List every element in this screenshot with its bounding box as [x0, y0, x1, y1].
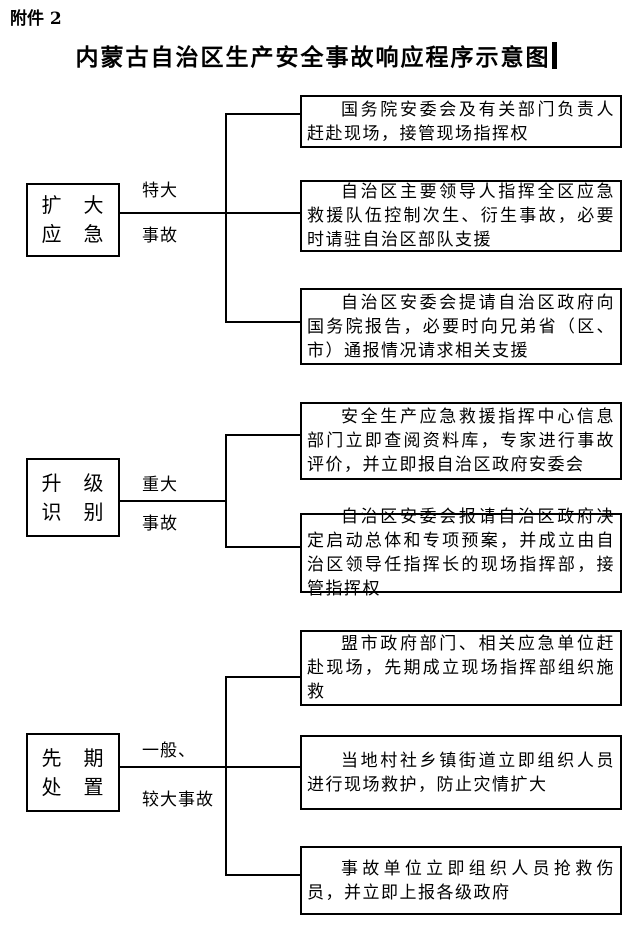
connector-trunk-group3 [225, 676, 227, 876]
condition-label-extra-serious-2: 事故 [142, 226, 178, 246]
action-text: 自治区安委会报请自治区政府决定启动总体和专项预案，并成立由自治区领导任指挥长的现… [307, 507, 615, 599]
title-row: 内蒙古自治区生产安全事故响应程序示意图 [0, 38, 632, 72]
action-text: 安全生产应急救援指挥中心信息部门立即查阅资料库，专家进行事故评价，并立即报自治区… [307, 407, 615, 475]
action-text: 国务院安委会及有关部门负责人赶赴现场，接管现场指挥权 [307, 99, 615, 144]
action-box-league-city-departments: 盟市政府部门、相关应急单位赶赴现场，先期成立现场指挥部组织施救 [300, 630, 622, 706]
action-text: 当地村社乡镇街道立即组织人员进行现场救护，防止灾情扩大 [307, 750, 615, 795]
stage-label-line2: 处 置 [41, 774, 105, 799]
stage-box-upgrade-identification: 升 级 识 别 [26, 458, 120, 537]
stage-label-line2: 应 急 [41, 222, 105, 246]
text-cursor-icon [551, 41, 557, 69]
stage-label-line1: 扩 大 [41, 193, 105, 217]
action-box-activate-plans: 自治区安委会报请自治区政府决定启动总体和专项预案，并成立由自治区领导任指挥长的现… [300, 507, 622, 599]
stage-box-initial-disposal: 先 期 处 置 [26, 733, 120, 812]
stage-label-line1: 升 级 [41, 470, 105, 495]
connector-stem-group2 [120, 500, 225, 502]
condition-label-extra-serious-1: 特大 [142, 181, 178, 201]
action-box-state-council: 国务院安委会及有关部门负责人赶赴现场，接管现场指挥权 [300, 95, 622, 148]
action-box-local-rescue: 当地村社乡镇街道立即组织人员进行现场救护，防止灾情扩大 [300, 735, 622, 810]
connector-trunk-group2 [225, 434, 227, 548]
condition-label-ordinary-2: 较大事故 [142, 790, 214, 810]
connector-trunk-group1 [225, 113, 227, 323]
action-text: 事故单位立即组织人员抢救伤员，并立即上报各级政府 [307, 858, 615, 903]
connector-branch-group3-3 [225, 874, 300, 876]
page-title: 内蒙古自治区生产安全事故响应程序示意图 [75, 44, 551, 71]
connector-branch-group2-2 [225, 546, 300, 548]
stage-label-line1: 先 期 [41, 745, 105, 770]
connector-branch-group1-3 [225, 321, 300, 323]
action-box-accident-unit: 事故单位立即组织人员抢救伤员，并立即上报各级政府 [300, 846, 622, 915]
action-box-rescue-command-center: 安全生产应急救援指挥中心信息部门立即查阅资料库，专家进行事故评价，并立即报自治区… [300, 402, 622, 480]
action-box-report-state-council: 自治区安委会提请自治区政府向国务院报告，必要时向兄弟省（区、市）通报情况请求相关… [300, 288, 622, 365]
action-text: 自治区主要领导人指挥全区应急救援队伍控制次生、衍生事故，必要时请驻自治区部队支援 [307, 182, 615, 250]
connector-branch-group1-2 [225, 212, 300, 214]
attachment-label: 附件 2 [10, 9, 62, 29]
condition-label-serious-2: 事故 [142, 514, 178, 534]
action-box-region-leaders: 自治区主要领导人指挥全区应急救援队伍控制次生、衍生事故，必要时请驻自治区部队支援 [300, 180, 622, 252]
connector-branch-group3-1 [225, 676, 300, 678]
connector-branch-group1-1 [225, 113, 300, 115]
connector-stem-group1 [120, 212, 225, 214]
connector-stem-group3 [120, 766, 225, 768]
action-text: 自治区安委会提请自治区政府向国务院报告，必要时向兄弟省（区、市）通报情况请求相关… [307, 292, 615, 361]
connector-branch-group2-1 [225, 434, 300, 436]
connector-branch-group3-2 [225, 766, 300, 768]
stage-box-expand-emergency: 扩 大 应 急 [26, 183, 120, 257]
action-text: 盟市政府部门、相关应急单位赶赴现场，先期成立现场指挥部组织施救 [307, 634, 615, 702]
stage-label-line2: 识 别 [41, 499, 105, 524]
condition-label-serious-1: 重大 [142, 475, 178, 495]
condition-label-ordinary-1: 一般、 [142, 741, 196, 761]
